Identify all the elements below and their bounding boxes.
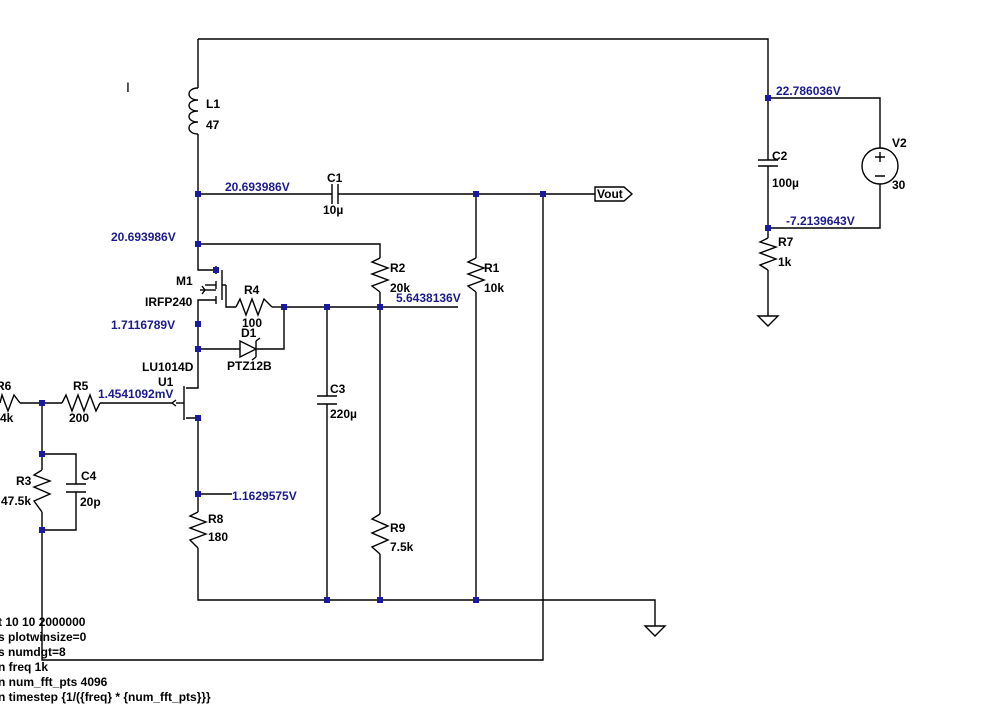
- d1-value: PTZ12B: [227, 359, 272, 373]
- node-voltage-c2-bottom: -7.2139643V: [786, 214, 855, 228]
- directive-line: s plotwinsize=0: [0, 630, 87, 644]
- text-cursor: I: [126, 79, 130, 95]
- node-voltage-r2-bottom: 5.6438136V: [396, 291, 461, 305]
- r5-name: R5: [73, 379, 89, 393]
- zener-diode-d1[interactable]: [239, 337, 261, 361]
- node-voltage-u1-gate: 1.4541092mV: [98, 387, 173, 401]
- spice-directives[interactable]: t 10 10 2000000 s plotwinsize=0 s numdgt…: [0, 615, 211, 704]
- l1-value: 47: [206, 118, 220, 132]
- m1-value: IRFP240: [145, 295, 193, 309]
- r6-value: 4k: [0, 411, 14, 425]
- voltage-source-v2[interactable]: [861, 147, 899, 185]
- r9-name: R9: [390, 521, 406, 535]
- r3-name: R3: [16, 474, 32, 488]
- v2-value: 30: [892, 178, 906, 192]
- directive-line: s numdgt=8: [0, 645, 66, 659]
- resistor-r7[interactable]: [758, 237, 779, 271]
- node-voltage-m1-drain: 20.693986V: [111, 230, 176, 244]
- r7-name: R7: [778, 235, 794, 249]
- node-voltage-r8-top: 1.1629575V: [232, 489, 297, 503]
- capacitor-c4[interactable]: [66, 483, 86, 493]
- r2-value: 20k: [390, 281, 410, 295]
- u1-value: LU1014D: [142, 360, 194, 374]
- node-voltage-m1-source: 1.7116789V: [111, 318, 175, 332]
- resistor-r1[interactable]: [466, 257, 486, 293]
- directive-line: t 10 10 2000000: [0, 615, 86, 629]
- node-voltage-c1-left: 20.693986V: [225, 180, 290, 194]
- r8-name: R8: [208, 512, 224, 526]
- c4-value: 20p: [80, 495, 101, 509]
- r9-value: 7.5k: [390, 540, 414, 554]
- ground-symbol-r7: [756, 315, 780, 327]
- vout-label: Vout: [597, 187, 623, 201]
- c1-name: C1: [327, 171, 343, 185]
- resistor-r2[interactable]: [370, 257, 390, 293]
- wires: [20, 38, 881, 661]
- resistor-r9[interactable]: [370, 513, 390, 555]
- capacitor-c3[interactable]: [317, 395, 337, 405]
- resistor-r5[interactable]: [61, 393, 101, 413]
- r2-name: R2: [390, 261, 406, 275]
- junction-dots: [39, 95, 771, 603]
- v2-name: V2: [892, 136, 907, 150]
- vout-net-label[interactable]: Vout: [594, 186, 634, 202]
- r1-name: R1: [484, 261, 500, 275]
- r8-value: 180: [208, 530, 228, 544]
- r4-value: 100: [242, 316, 262, 330]
- r4-name: R4: [244, 283, 260, 297]
- resistor-r8[interactable]: [188, 511, 208, 549]
- r3-value: 47.5k: [1, 494, 31, 508]
- c1-value: 10µ: [323, 203, 343, 217]
- resistor-r6[interactable]: [0, 392, 21, 413]
- c2-name: C2: [772, 149, 788, 163]
- capacitor-c1[interactable]: [331, 184, 339, 204]
- resistor-r3[interactable]: [32, 469, 52, 513]
- r5-value: 200: [69, 411, 89, 425]
- resistor-r4[interactable]: [235, 297, 273, 317]
- u1-name: U1: [158, 375, 174, 389]
- r6-name: R6: [0, 379, 12, 393]
- directive-line: n num_fft_pts 4096: [0, 675, 108, 689]
- r1-value: 10k: [484, 281, 504, 295]
- c4-name: C4: [81, 469, 97, 483]
- ground-symbol-main: [643, 622, 667, 637]
- m1-name: M1: [176, 274, 193, 288]
- r7-value: 1k: [778, 255, 792, 269]
- c3-value: 220µ: [330, 407, 357, 421]
- d1-name: D1: [241, 326, 257, 340]
- inductor-l1[interactable]: [188, 87, 199, 135]
- capacitor-c2[interactable]: [758, 159, 778, 167]
- directive-line: n timestep {1/({freq} * {num_fft_pts}}}: [0, 690, 211, 704]
- c2-value: 100µ: [772, 176, 799, 190]
- l1-name: L1: [206, 97, 220, 111]
- directive-line: n freq 1k: [0, 660, 48, 674]
- c3-name: C3: [330, 382, 346, 396]
- node-voltage-c2-top: 22.786036V: [776, 84, 841, 98]
